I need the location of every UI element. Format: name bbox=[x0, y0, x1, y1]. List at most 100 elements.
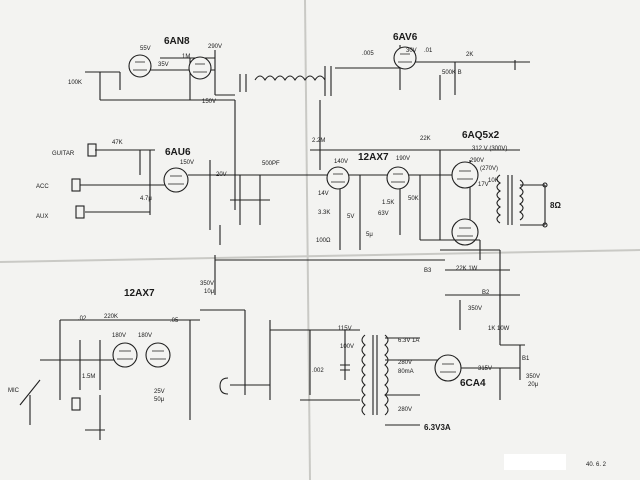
label-r47k: 47K bbox=[112, 140, 123, 146]
output-transformer bbox=[496, 174, 524, 225]
label-b3: B3 bbox=[424, 268, 432, 274]
label-c20u: 20μ bbox=[528, 382, 539, 388]
label-v290b: 290V bbox=[470, 158, 484, 164]
label-input-acc: ACC bbox=[36, 184, 49, 190]
label-r100k: 100K bbox=[68, 80, 82, 86]
tremolo-section bbox=[19, 309, 246, 440]
label-tube-6an8: 6AN8 bbox=[164, 36, 190, 47]
label-c5u: 5μ bbox=[366, 232, 373, 238]
label-v290a: 290V bbox=[208, 44, 222, 50]
input-jacks bbox=[71, 143, 330, 245]
label-c02: .02 bbox=[78, 316, 87, 322]
jack-footswitch[interactable] bbox=[71, 397, 81, 411]
label-v190: 190V bbox=[396, 156, 410, 162]
label-v180b: 180V bbox=[138, 333, 152, 339]
label-v17: 17V bbox=[478, 182, 489, 188]
label-r1-5k: 1.5K bbox=[382, 200, 394, 206]
jack-guitar[interactable] bbox=[87, 143, 97, 157]
label-b1: B1 bbox=[522, 356, 530, 362]
date-stamp: 40. 6. 2 bbox=[586, 462, 607, 468]
label-tube-6au6: 6AU6 bbox=[165, 147, 191, 158]
tube-12ax7-b bbox=[386, 166, 410, 190]
label-c01: .01 bbox=[424, 48, 433, 54]
label-tube-12ax7-reverb: 12AX7 bbox=[358, 152, 389, 163]
label-v35: 35V bbox=[158, 62, 169, 68]
label-tube-6ca4: 6CA4 bbox=[460, 378, 486, 389]
label-r10k: 10K bbox=[488, 178, 499, 184]
label-v150-6au6: 150V bbox=[180, 160, 194, 166]
phase-and-output-section bbox=[310, 149, 548, 340]
label-v350c: 350V bbox=[526, 374, 540, 380]
label-c500pf: 500PF bbox=[262, 161, 280, 167]
jack-aux[interactable] bbox=[75, 205, 85, 219]
label-r2-2m: 2.2M bbox=[312, 138, 325, 144]
speaker-terminal-a[interactable] bbox=[542, 182, 548, 188]
jack-acc[interactable] bbox=[71, 178, 81, 192]
label-v20: 20V bbox=[216, 172, 227, 178]
label-v30: 30V bbox=[406, 48, 417, 54]
label-r100ohm: 100Ω bbox=[316, 238, 331, 244]
tube-12ax7-a bbox=[326, 166, 350, 190]
label-v115: 115V bbox=[338, 326, 352, 332]
label-input-aux: AUX bbox=[36, 214, 48, 220]
label-v315: 315V bbox=[478, 366, 492, 372]
label-v350b: 350V bbox=[468, 306, 482, 312]
label-input-guitar: GUITAR bbox=[52, 151, 75, 157]
label-tube-12ax7-tremolo: 12AX7 bbox=[124, 288, 155, 299]
label-v100: 100V bbox=[340, 344, 354, 350]
tube-6ca4 bbox=[434, 354, 462, 382]
label-v180a: 180V bbox=[112, 333, 126, 339]
label-r1-5m: 1.5M bbox=[82, 374, 95, 380]
label-b2: B2 bbox=[482, 290, 490, 296]
label-v280b: 280V bbox=[398, 407, 412, 413]
label-v5: 5V bbox=[347, 214, 354, 220]
label-heater-6v3-3a: 6.3V3A bbox=[424, 423, 451, 432]
tube-6av6 bbox=[393, 46, 417, 70]
speaker-terminal-b[interactable] bbox=[542, 222, 548, 228]
label-c002: .002 bbox=[312, 368, 324, 374]
label-c50u: 50μ bbox=[154, 397, 165, 403]
tube-6au6 bbox=[163, 167, 189, 193]
label-v55: 55V bbox=[140, 46, 151, 52]
label-v280a: 280V bbox=[398, 360, 412, 366]
label-v150a: 150V bbox=[202, 99, 216, 105]
label-speaker: 8Ω bbox=[550, 201, 561, 210]
mains-plug[interactable] bbox=[219, 377, 229, 395]
redaction-box bbox=[504, 454, 566, 470]
label-heater-6v3-1a: 6.3V 1A bbox=[398, 338, 419, 344]
label-c47u: 4.7μ bbox=[140, 196, 152, 202]
paper-fold-vertical bbox=[304, 0, 311, 480]
reverb-spring bbox=[254, 75, 326, 82]
label-v25: 25V bbox=[154, 389, 165, 395]
label-r220k: 220K bbox=[104, 314, 118, 320]
tube-12ax7-tremolo-b bbox=[145, 342, 171, 368]
tube-6an8-a bbox=[128, 54, 152, 78]
label-v14: 14V bbox=[318, 191, 329, 197]
b-plus-rail bbox=[214, 255, 525, 380]
paper-fold-horizontal bbox=[0, 249, 640, 263]
label-v140: 140V bbox=[334, 159, 348, 165]
label-r22k: 22K bbox=[420, 136, 431, 142]
preamp-6an8-section bbox=[85, 45, 530, 210]
label-v350a: 350V bbox=[200, 281, 214, 287]
label-r1k-10w: 1K 10W bbox=[488, 326, 510, 332]
tube-6an8-b bbox=[188, 56, 212, 80]
label-r2k: 2K bbox=[466, 52, 473, 58]
label-v63: 63V bbox=[378, 211, 389, 217]
label-c05: .05 bbox=[170, 318, 179, 324]
label-80ma: 80mA bbox=[398, 369, 414, 375]
power-supply bbox=[219, 320, 520, 426]
label-tube-6aq5x2: 6AQ5x2 bbox=[462, 130, 500, 141]
label-r1m: 1M bbox=[182, 54, 190, 60]
label-r50k: 50K bbox=[408, 196, 419, 202]
label-tube-6av6: 6AV6 bbox=[393, 32, 418, 43]
label-r3-3k: 3.3K bbox=[318, 210, 330, 216]
label-input-mic: MIC bbox=[8, 388, 20, 394]
label-r500kb: 500K B bbox=[442, 70, 462, 76]
tube-6aq5-a bbox=[451, 161, 479, 189]
label-r22k-1w: 22K 1W bbox=[456, 266, 478, 272]
tube-6aq5-b bbox=[451, 218, 479, 246]
label-c005: .005 bbox=[362, 51, 374, 57]
